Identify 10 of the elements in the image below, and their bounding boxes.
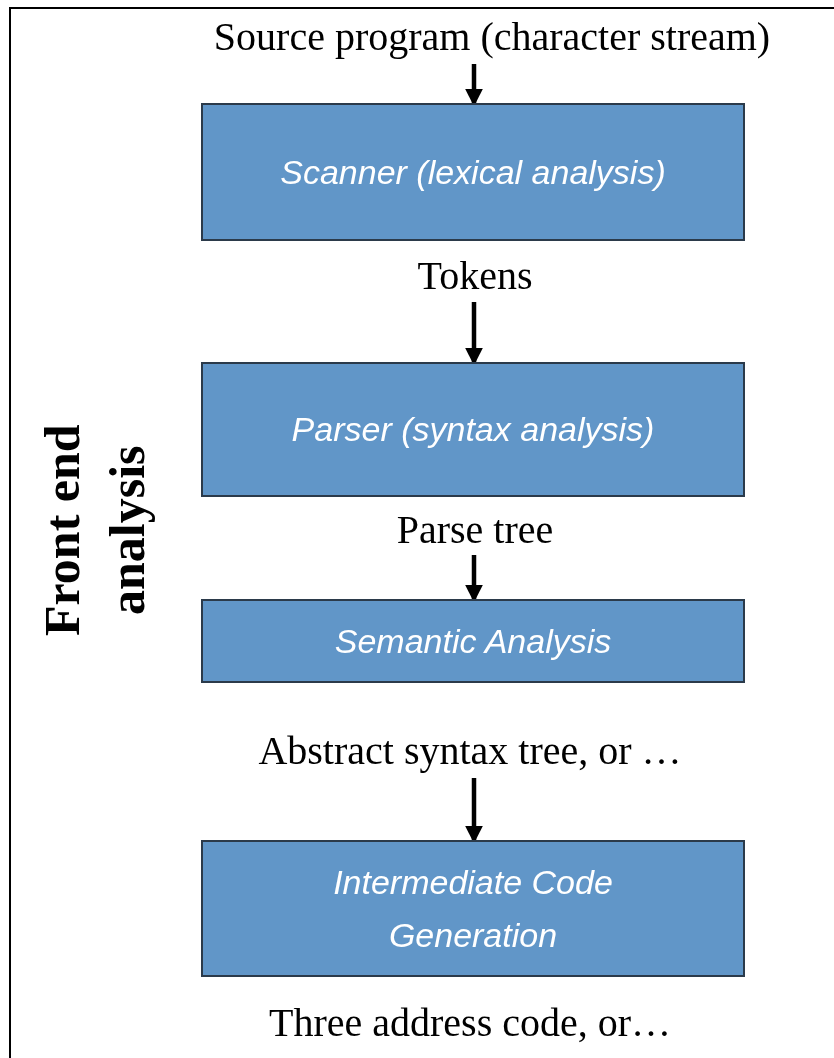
process-box: Intermediate Code Generation	[201, 840, 745, 977]
flow-label: Tokens	[300, 252, 650, 300]
process-box: Parser (syntax analysis)	[201, 362, 745, 497]
process-box: Scanner (lexical analysis)	[201, 103, 745, 241]
flow-label: Source program (character stream)	[150, 12, 834, 62]
process-box: Semantic Analysis	[201, 599, 745, 683]
flow-label: Abstract syntax tree, or …	[180, 726, 760, 776]
flow-label: Parse tree	[300, 507, 650, 553]
vertical-label: Front end analysis	[33, 423, 156, 638]
flow-label: Three address code, or…	[180, 998, 760, 1048]
